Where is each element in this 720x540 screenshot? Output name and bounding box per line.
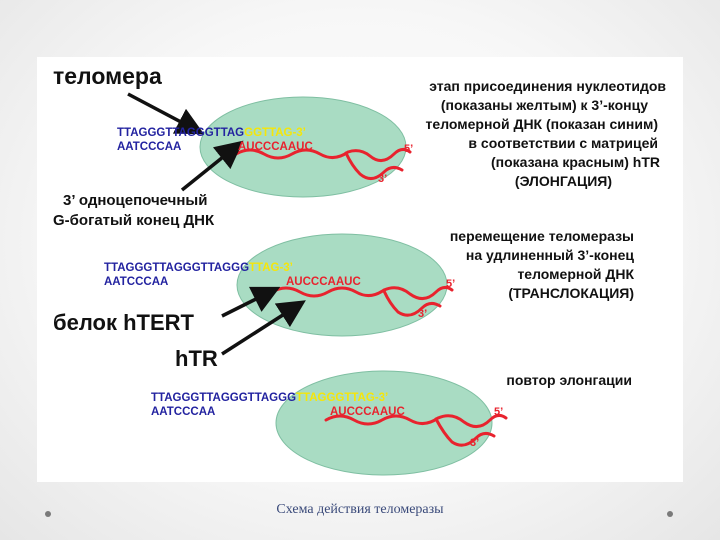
stage1-dna-sequence: TTAGGGTTAGGGTTAGGGTTAG-3’ <box>117 127 306 139</box>
stage1-description-line: в соответствии с матрицей <box>468 135 658 151</box>
overhang-label-line2: G-богатый конец ДНК <box>53 212 215 229</box>
bullet-right <box>667 511 673 517</box>
stage3-dna-yellow: TTAGGGTTAG-3’ <box>296 392 388 404</box>
stage1-description: этап присоединения нуклеотидов (показаны… <box>426 78 667 189</box>
overhang-arrow <box>180 140 244 192</box>
stage2-description-line: на удлиненный 3’-конец <box>466 247 635 263</box>
telomerase-ellipse-1 <box>199 96 407 198</box>
stage3-rna-red: AUCCCAAUC <box>330 406 405 418</box>
stage3-dna-blue: TTAGGGTTAGGGTTAGGG <box>151 392 296 404</box>
stage2-description: перемещение теломеразы на удлиненный 3’-… <box>450 228 635 301</box>
rna-strand-2 <box>270 285 454 300</box>
stage2-dna-blue: TTAGGGTTAGGGTTAGGG <box>104 262 249 274</box>
stage1-rna-blue: AATCCCAA <box>117 141 181 153</box>
stage2-dna-yellow: TTAG-3’ <box>249 262 293 274</box>
stage2-dna-sequence: TTAGGGTTAGGGTTAGGGTTAG-3’ <box>104 262 293 274</box>
stage1-description-line: теломерной ДНК (показан синим) <box>426 116 658 132</box>
stage3-rna-blue: AATCCCAA <box>151 406 215 418</box>
rna-strand-3-tail <box>434 417 496 447</box>
stage1-dna-yellow: GGTTAG-3’ <box>244 127 306 139</box>
rna-strand-2-tail <box>382 289 442 317</box>
stage1-dna-blue: TTAGGGTTAGGGTTAG <box>117 127 244 139</box>
rna-strand-3 <box>324 413 508 428</box>
overhang-label-line1: 3’ одноцепочечный <box>63 192 207 209</box>
stage2-rna-red: AUCCCAAUC <box>286 276 361 288</box>
telomere-label: теломера <box>53 63 162 89</box>
htr-arrow <box>221 300 306 356</box>
stage2-description-line: теломерной ДНК <box>517 266 634 282</box>
stage1-description-line: этап присоединения нуклеотидов <box>429 78 666 94</box>
rna-strand-1 <box>234 147 412 162</box>
bullet-left <box>45 511 51 517</box>
stage2-description-line: (ТРАНСЛОКАЦИЯ) <box>508 285 634 301</box>
protein-label: белок hTERT <box>53 310 195 335</box>
telomere-arrow <box>127 92 205 135</box>
stage3-description-line: повтор элонгации <box>506 372 632 388</box>
stage1-description-line: (показаны желтым) к 3’-концу <box>441 97 648 113</box>
stage3-end3: 3’ <box>470 437 479 449</box>
protein-arrow <box>221 286 281 318</box>
stage1-end5: 5’ <box>404 143 413 155</box>
stage3-end5: 5’ <box>494 406 503 418</box>
stage2-end5: 5’ <box>446 278 455 290</box>
rna-strand-1-tail <box>344 151 404 180</box>
stage3-dna-sequence: TTAGGGTTAGGGTTAGGGTTAGGGTTAG-3’ <box>151 392 388 404</box>
htr-label: hTR <box>175 346 218 371</box>
stage1-end3: 3’ <box>378 173 387 185</box>
stage1-description-line: (ЭЛОНГАЦИЯ) <box>515 173 612 189</box>
stage3-description: повтор элонгации <box>506 372 632 388</box>
stage1-description-line: (показана красным) hTR <box>491 154 660 170</box>
slide-caption: Схема действия теломеразы <box>276 502 444 517</box>
stage2-description-line: перемещение теломеразы <box>450 228 634 244</box>
stage1-rna-red: AUCCCAAUC <box>238 141 313 153</box>
stage2-rna-blue: AATCCCAA <box>104 276 168 288</box>
stage2-end3: 3’ <box>418 308 427 320</box>
telomerase-ellipse-3 <box>275 370 493 476</box>
